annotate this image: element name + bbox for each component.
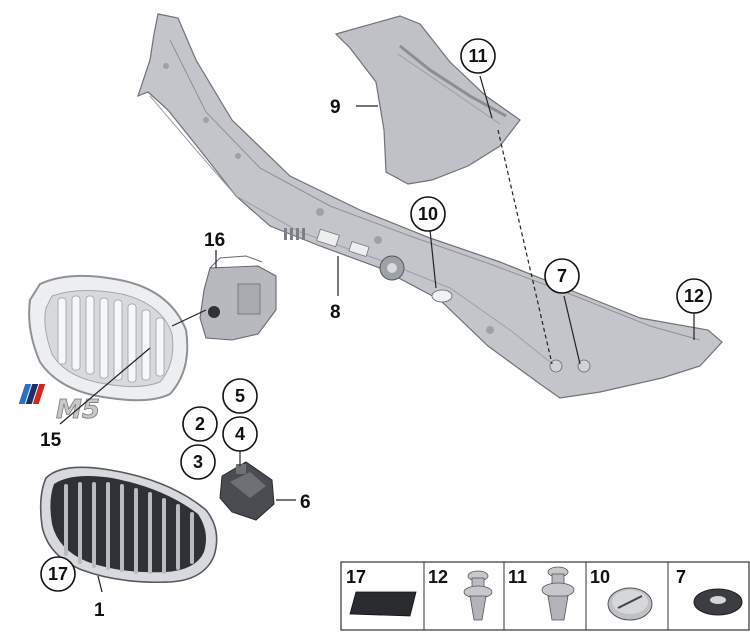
callout-2: 2 [182, 406, 218, 442]
table-cell-11: 11 [508, 566, 575, 621]
svg-text:10: 10 [418, 204, 438, 224]
small-parts-table: 17 12 11 10 7 [340, 561, 750, 631]
bracket-part [199, 255, 277, 341]
label-15: 15 [40, 430, 62, 451]
table-cell-7: 7 [676, 567, 743, 616]
svg-text:7: 7 [676, 567, 686, 587]
svg-text:12: 12 [428, 567, 448, 587]
kidney-grille-part [39, 466, 218, 584]
callout-17: 17 [40, 556, 76, 592]
svg-text:7: 7 [557, 266, 567, 286]
label-9: 9 [330, 97, 341, 118]
svg-text:11: 11 [508, 567, 527, 587]
cover-part [334, 15, 521, 185]
callout-4: 4 [222, 416, 258, 452]
svg-text:3: 3 [193, 452, 203, 472]
callout-10: 10 [410, 196, 446, 232]
badge-text: M5 [56, 395, 100, 425]
leader-lines [59, 75, 695, 593]
cowl-panel-part [137, 13, 723, 399]
svg-text:4: 4 [235, 424, 245, 444]
table-cell-10: 10 [590, 567, 653, 621]
badge-stripes [18, 384, 46, 404]
callout-7: 7 [544, 258, 580, 294]
grille-frame-part [28, 274, 189, 402]
svg-text:2: 2 [195, 414, 205, 434]
callout-11: 11 [460, 38, 496, 74]
label-6: 6 [300, 492, 311, 513]
table-cell-17: 17 [346, 567, 417, 617]
label-16: 16 [204, 230, 225, 251]
callout-3: 3 [180, 444, 216, 480]
table-cell-12: 12 [428, 567, 493, 621]
svg-text:11: 11 [468, 46, 487, 66]
svg-text:17: 17 [346, 567, 366, 587]
svg-text:12: 12 [684, 286, 704, 306]
svg-text:5: 5 [235, 386, 245, 406]
label-1: 1 [94, 600, 105, 621]
svg-text:10: 10 [590, 567, 610, 587]
m5-badge: M5 [18, 384, 100, 425]
label-8: 8 [330, 302, 341, 323]
callout-12: 12 [676, 278, 712, 314]
svg-text:17: 17 [48, 564, 68, 584]
callout-5: 5 [222, 378, 258, 414]
holder-part [219, 461, 275, 521]
